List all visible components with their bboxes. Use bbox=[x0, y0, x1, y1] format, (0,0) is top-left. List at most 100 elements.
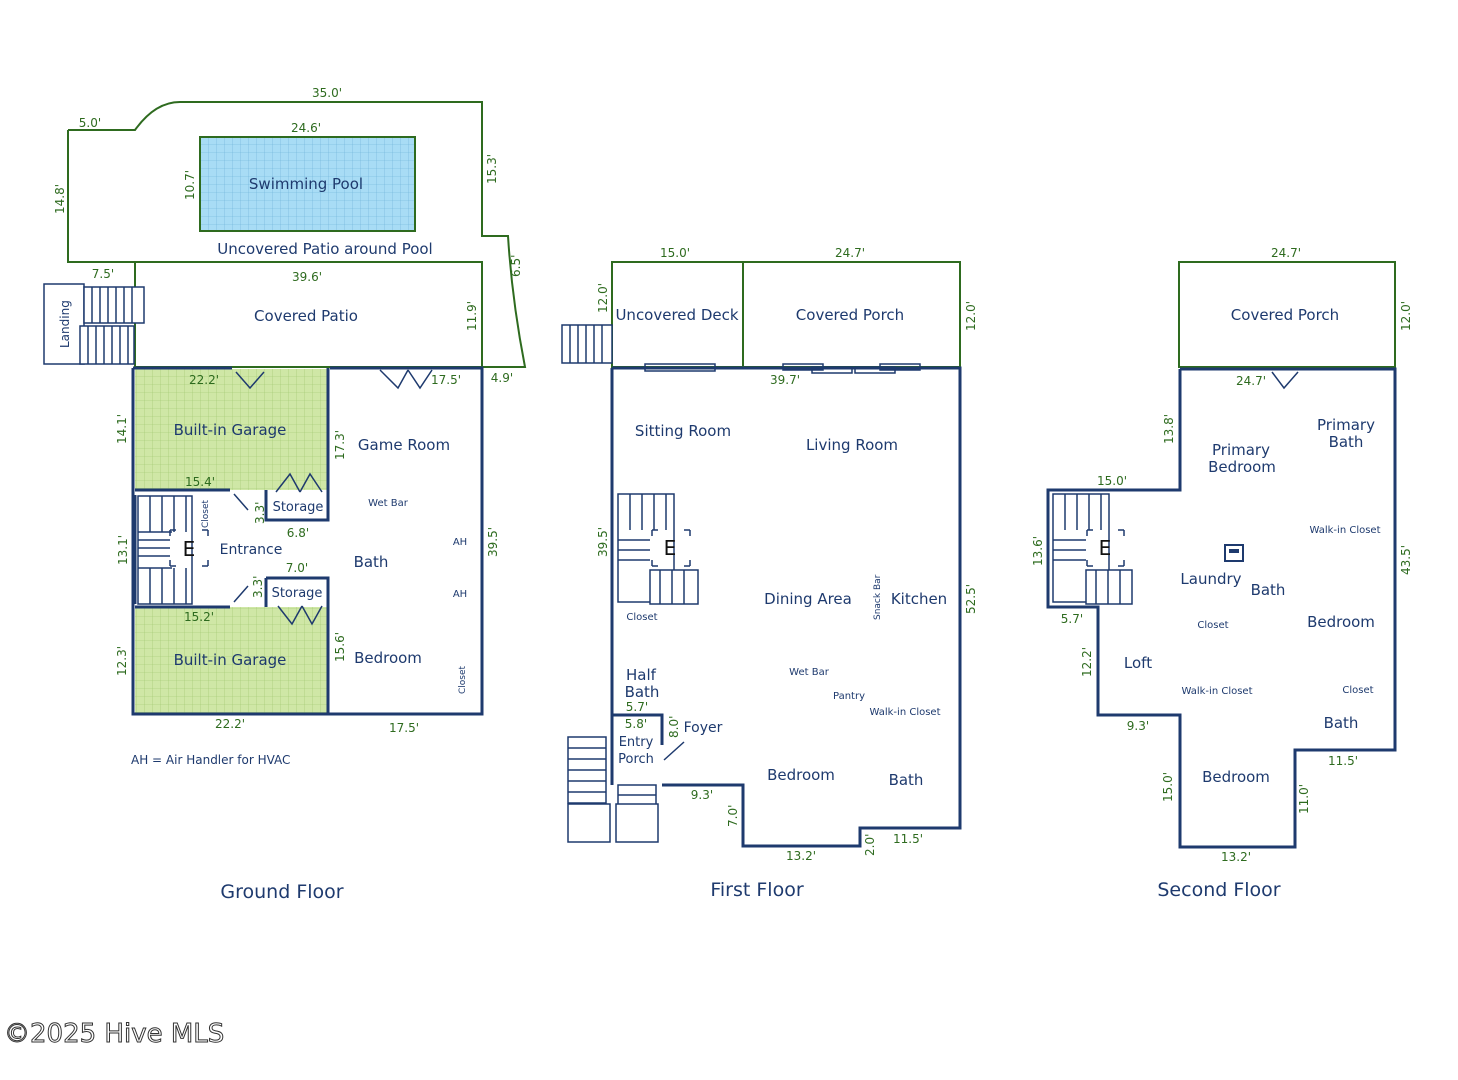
label-closet-second-left: Closet bbox=[1197, 620, 1228, 631]
dim-first-80: 8.0' bbox=[667, 716, 681, 738]
dim-first-57: 5.7' bbox=[626, 700, 648, 714]
dim-first-20: 2.0' bbox=[863, 834, 877, 856]
label-entrance: Entrance bbox=[220, 542, 283, 558]
label-storage-top: Storage bbox=[273, 500, 324, 515]
label-primary-bedroom-2: Bedroom bbox=[1208, 458, 1276, 476]
first-exterior-walls bbox=[610, 366, 962, 848]
elevator-second: E bbox=[1099, 536, 1112, 560]
dim-ground-175a: 17.5' bbox=[431, 373, 461, 387]
label-kitchen: Kitchen bbox=[891, 590, 947, 608]
label-closet-first: Closet bbox=[626, 612, 657, 623]
dim-ground-5: 5.0' bbox=[79, 116, 101, 130]
first-floor-title: First Floor bbox=[710, 879, 803, 901]
dim-second-110: 11.0' bbox=[1297, 784, 1311, 814]
dim-ground-131: 13.1' bbox=[116, 535, 130, 565]
ground-floor-plan bbox=[43, 101, 527, 716]
label-entry-porch-1: Entry bbox=[619, 735, 654, 750]
label-wet-bar-first: Wet Bar bbox=[789, 667, 830, 678]
label-bath-first: Bath bbox=[889, 771, 924, 789]
dim-ground-222a: 22.2' bbox=[189, 373, 219, 387]
dim-second-120: 12.0' bbox=[1399, 301, 1413, 331]
ground-exterior-walls bbox=[131, 366, 484, 716]
label-pantry: Pantry bbox=[833, 691, 865, 702]
dim-first-58: 5.8' bbox=[625, 717, 647, 731]
second-floor-plan bbox=[1046, 261, 1397, 849]
label-garage-bottom: Built-in Garage bbox=[174, 651, 287, 669]
label-uncovered-deck: Uncovered Deck bbox=[615, 306, 738, 324]
ground-floor-title: Ground Floor bbox=[220, 881, 343, 903]
dim-second-115: 11.5' bbox=[1328, 754, 1358, 768]
label-walkin-closet-first: Walk-in Closet bbox=[869, 707, 940, 718]
second-floor-title: Second Floor bbox=[1157, 879, 1280, 901]
dim-first-120a: 12.0' bbox=[596, 283, 610, 313]
label-primary-bath-1: Primary bbox=[1317, 416, 1375, 434]
dim-ground-173: 17.3' bbox=[333, 430, 347, 460]
dim-ground-148: 14.8' bbox=[53, 184, 67, 214]
label-laundry: Laundry bbox=[1180, 570, 1241, 588]
label-swimming-pool: Swimming Pool bbox=[249, 175, 363, 193]
dim-ground-153: 15.3' bbox=[485, 154, 499, 184]
landing bbox=[43, 283, 85, 365]
dim-ground-49: 4.9' bbox=[491, 371, 513, 385]
label-bedroom-first: Bedroom bbox=[767, 766, 835, 784]
dim-first-120b: 12.0' bbox=[964, 301, 978, 331]
watermark: ©2025 Hive MLS bbox=[4, 1019, 224, 1049]
garage-top-floor bbox=[135, 369, 328, 490]
first-sliding-doors bbox=[644, 363, 921, 761]
label-foyer: Foyer bbox=[684, 720, 723, 736]
dim-ground-68: 6.8' bbox=[287, 526, 309, 540]
garage-bottom-floor bbox=[135, 607, 328, 713]
label-living-room: Living Room bbox=[806, 436, 898, 454]
label-bath-ground: Bath bbox=[354, 553, 389, 571]
ground-doors bbox=[233, 369, 433, 626]
label-bedroom-second-right: Bedroom bbox=[1307, 613, 1375, 631]
dim-second-150b: 15.0' bbox=[1161, 772, 1175, 802]
second-interior-stairs bbox=[1052, 493, 1133, 605]
dim-second-122: 12.2' bbox=[1080, 647, 1094, 677]
label-landing: Landing bbox=[58, 300, 72, 348]
dim-ground-65: 6.5' bbox=[509, 255, 523, 277]
dim-ground-119: 11.9' bbox=[465, 301, 479, 331]
dim-second-138: 13.8' bbox=[1162, 414, 1176, 444]
label-primary-bath-2: Bath bbox=[1329, 433, 1364, 451]
dim-first-93: 9.3' bbox=[691, 788, 713, 802]
patio-stairs bbox=[79, 286, 145, 365]
dim-second-435: 43.5' bbox=[1399, 545, 1413, 575]
ground-interior-stairs bbox=[137, 495, 209, 605]
dim-ground-33a: 3.3' bbox=[253, 502, 267, 524]
dim-ground-141: 14.1' bbox=[115, 414, 129, 444]
deck-stairs bbox=[561, 324, 613, 364]
label-bath-second: Bath bbox=[1251, 581, 1286, 599]
label-covered-porch-second: Covered Porch bbox=[1231, 306, 1339, 324]
label-loft: Loft bbox=[1124, 654, 1152, 672]
label-entry-porch-2: Porch bbox=[618, 752, 654, 767]
ground-note: AH = Air Handler for HVAC bbox=[131, 753, 290, 767]
dim-second-247a: 24.7' bbox=[1271, 246, 1301, 260]
second-exterior-walls bbox=[1046, 367, 1397, 849]
dim-first-397: 39.7' bbox=[770, 373, 800, 387]
dim-ground-222b: 22.2' bbox=[215, 717, 245, 731]
dim-second-93: 9.3' bbox=[1127, 719, 1149, 733]
label-primary-bedroom-1: Primary bbox=[1212, 441, 1270, 459]
label-covered-patio: Covered Patio bbox=[254, 307, 358, 325]
dim-first-150: 15.0' bbox=[660, 246, 690, 260]
label-ah-2: AH bbox=[453, 589, 467, 600]
label-bath-second-bottom: Bath bbox=[1324, 714, 1359, 732]
entry-stairs bbox=[567, 736, 659, 843]
dim-first-70: 7.0' bbox=[726, 805, 740, 827]
label-snack-bar: Snack Bar bbox=[873, 574, 883, 620]
swimming-pool bbox=[199, 136, 416, 232]
label-walkin-closet-bottom: Walk-in Closet bbox=[1181, 686, 1252, 697]
dim-ground-123: 12.3' bbox=[115, 646, 129, 676]
label-dining-area: Dining Area bbox=[764, 590, 852, 608]
label-half-bath-1: Half bbox=[626, 666, 657, 684]
dim-first-525: 52.5' bbox=[964, 584, 978, 614]
dim-second-150a: 15.0' bbox=[1097, 474, 1127, 488]
dim-ground-75: 7.5' bbox=[92, 267, 114, 281]
label-ah-1: AH bbox=[453, 537, 467, 548]
label-bedroom-ground: Bedroom bbox=[354, 649, 422, 667]
label-closet-second-right: Closet bbox=[1342, 685, 1373, 696]
dim-second-136: 13.6' bbox=[1031, 536, 1045, 566]
dim-second-247b: 24.7' bbox=[1236, 374, 1266, 388]
